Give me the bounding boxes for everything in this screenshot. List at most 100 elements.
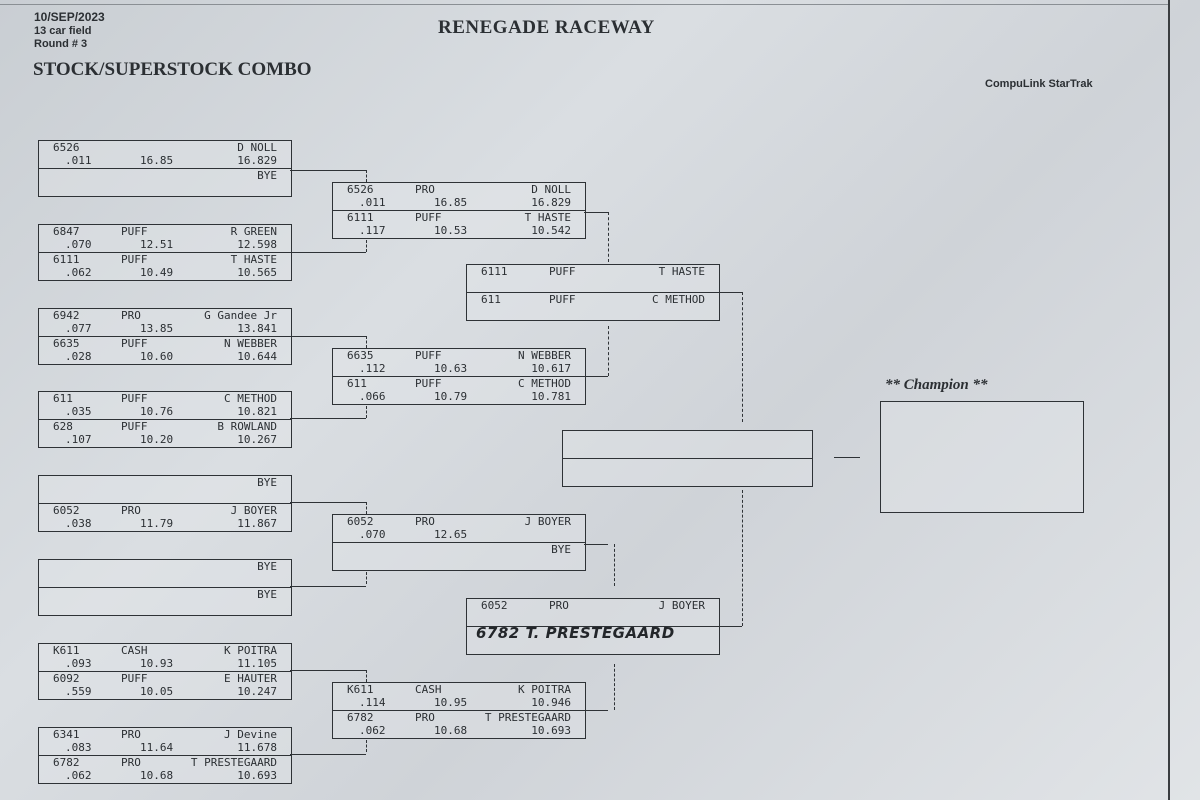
car-number: 6635 <box>53 337 80 350</box>
reaction-time: .112 <box>359 362 386 375</box>
racer-class: PRO <box>121 504 141 517</box>
car-number: 6341 <box>53 728 80 741</box>
elapsed-time: 16.829 <box>531 196 571 209</box>
car-number: 6052 <box>481 599 508 612</box>
racer-class: PUFF <box>121 225 148 238</box>
champion-label: ** Champion ** <box>885 377 988 393</box>
dial-in: 10.68 <box>434 724 468 737</box>
dial-in: 10.68 <box>140 769 174 782</box>
racer-name: T HASTE <box>658 265 705 278</box>
racer-class: PUFF <box>415 349 442 362</box>
racer-name: N WEBBER <box>518 349 571 362</box>
racer-slot <box>467 626 719 654</box>
racer-class: PUFF <box>415 377 442 390</box>
bracket-connector <box>742 490 743 626</box>
dial-in: 10.05 <box>140 685 174 698</box>
racer-class: PRO <box>121 309 141 322</box>
car-number: 6526 <box>347 183 374 196</box>
racer-name: J Devine <box>224 728 277 741</box>
reaction-time: .035 <box>65 405 92 418</box>
car-number: 6635 <box>347 349 374 362</box>
elapsed-time: 10.821 <box>237 405 277 418</box>
racer-name: D NOLL <box>237 141 277 154</box>
dial-in: 10.49 <box>140 266 174 279</box>
dial-in: 16.85 <box>140 154 174 167</box>
racer-class: PUFF <box>121 337 148 350</box>
bracket-connector <box>742 292 743 422</box>
dial-in: 10.53 <box>434 224 468 237</box>
bracket-connector <box>366 170 367 182</box>
elapsed-time: 10.693 <box>237 769 277 782</box>
car-number: 6942 <box>53 309 80 322</box>
racer-name: R GREEN <box>230 225 277 238</box>
elapsed-time: 16.829 <box>237 154 277 167</box>
racer-class: PUFF <box>121 392 148 405</box>
bracket-connector <box>584 544 608 545</box>
bracket-connector <box>584 376 608 377</box>
elapsed-time: 10.247 <box>237 685 277 698</box>
racer-class: PUFF <box>549 265 576 278</box>
event-name: STOCK/SUPERSTOCK COMBO <box>33 59 312 80</box>
car-number: K611 <box>53 644 80 657</box>
dial-in: 12.65 <box>434 528 468 541</box>
sheet-top-edge <box>0 4 1170 5</box>
dial-in: 11.64 <box>140 741 174 754</box>
racer-name: T PRESTEGAARD <box>190 756 277 769</box>
elapsed-time: 10.693 <box>531 724 571 737</box>
racer-name: BYE <box>257 169 277 182</box>
reaction-time: .066 <box>359 390 386 403</box>
racer-slot: BYE <box>333 542 585 570</box>
dial-in: 13.85 <box>140 322 174 335</box>
reaction-time: .070 <box>359 528 386 541</box>
racer-name: T HASTE <box>524 211 571 224</box>
page-title: RENEGADE RACEWAY <box>438 17 655 38</box>
racer-class: PRO <box>121 728 141 741</box>
racer-class: PRO <box>415 711 435 724</box>
racer-slot: BYE <box>39 476 291 503</box>
car-number: 6847 <box>53 225 80 238</box>
bracket-connector <box>290 586 366 587</box>
dial-in: 10.95 <box>434 696 468 709</box>
bracket-connector <box>290 418 366 419</box>
racer-name: K POITRA <box>518 683 571 696</box>
reaction-time: .011 <box>359 196 386 209</box>
racer-class: PRO <box>415 183 435 196</box>
racer-name: BYE <box>257 588 277 601</box>
reaction-time: .062 <box>65 769 92 782</box>
bracket-connector <box>290 754 366 755</box>
bracket-connector <box>614 544 615 586</box>
racer-name: T HASTE <box>230 253 277 266</box>
racer-class: CASH <box>415 683 442 696</box>
elapsed-time: 11.678 <box>237 741 277 754</box>
elapsed-time: 10.781 <box>531 390 571 403</box>
bracket-connector <box>290 670 366 671</box>
reaction-time: .093 <box>65 657 92 670</box>
racer-name: G Gandee Jr <box>204 309 277 322</box>
bracket-connector <box>290 170 366 171</box>
dial-in: 10.79 <box>434 390 468 403</box>
racer-class: PUFF <box>549 293 576 306</box>
reaction-time: .559 <box>65 685 92 698</box>
software-credit: CompuLink StarTrak <box>985 78 1093 90</box>
racer-class: PUFF <box>121 253 148 266</box>
bracket-connector <box>366 240 367 252</box>
car-number: 6782 <box>347 711 374 724</box>
handwritten-winner-note: 6782 T. PRESTEGAARD <box>476 624 675 642</box>
racer-slot: BYE <box>39 168 291 196</box>
dial-in: 10.60 <box>140 350 174 363</box>
car-number: 611 <box>481 293 501 306</box>
bracket-connector <box>290 252 366 253</box>
